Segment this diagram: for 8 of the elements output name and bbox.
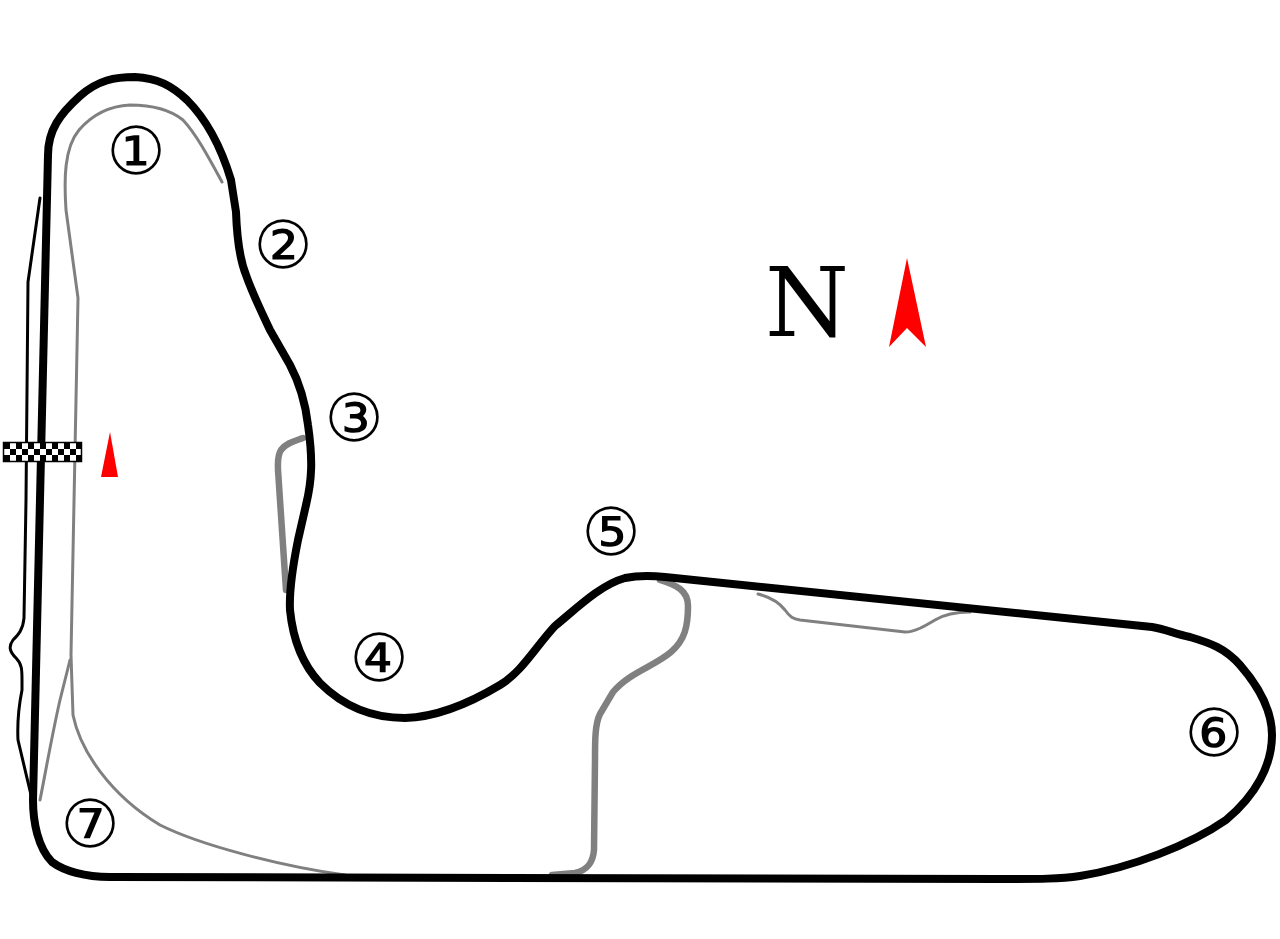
turn-number: ⑤ (581, 500, 641, 566)
north-label: N (765, 255, 849, 351)
turn-number: ⑥ (1184, 701, 1244, 767)
turn-number: ① (106, 119, 166, 185)
turn-number: ⑦ (60, 792, 120, 858)
turn-number: ② (253, 213, 313, 279)
turn-number: ③ (324, 386, 384, 452)
turn-number: ④ (349, 626, 409, 692)
